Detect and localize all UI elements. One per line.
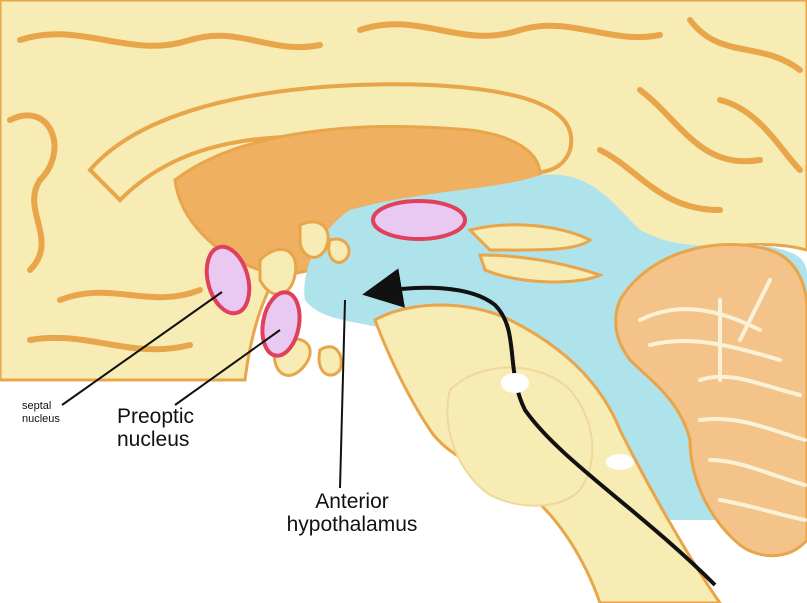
anterior-hypothalamus-label: Anterior hypothalamus	[247, 490, 457, 536]
preoptic-label-line-1: Preoptic	[117, 405, 194, 428]
preoptic-nucleus-label: Preoptic nucleus	[117, 405, 194, 451]
anterior-leader-line	[340, 300, 345, 488]
preoptic-label-line-2: nucleus	[117, 428, 194, 451]
paraventricular-nucleus-shape	[373, 201, 465, 239]
septal-label-line-1: septal	[22, 400, 60, 413]
anterior-label-line-2: hypothalamus	[247, 513, 457, 536]
anterior-label-line-1: Anterior	[247, 490, 457, 513]
septal-label-line-2: nucleus	[22, 413, 60, 426]
septal-nucleus-label: septal nucleus	[22, 400, 60, 426]
